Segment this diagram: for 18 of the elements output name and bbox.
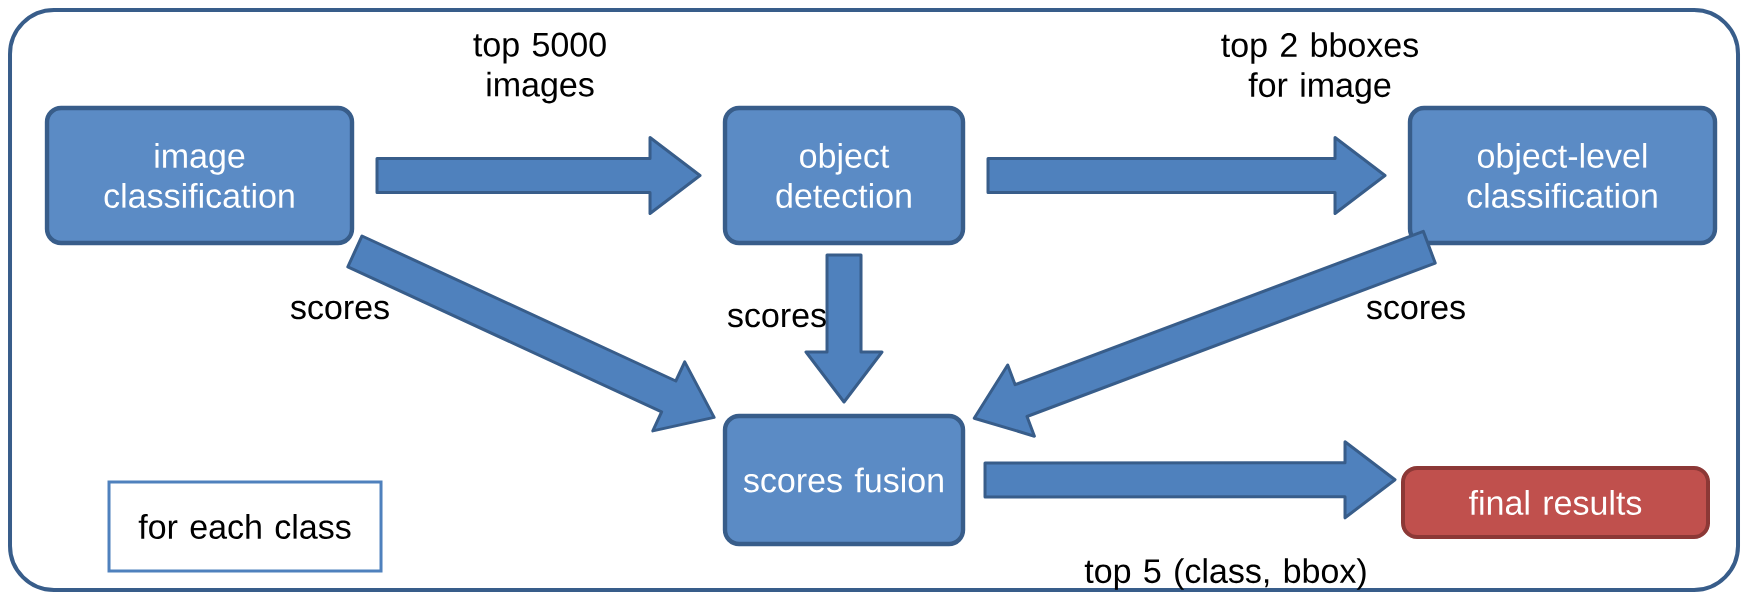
process-box: object detection [722,105,966,246]
edge-label: top 5 (class, bbox) [1084,558,1366,590]
block-arrow [986,136,1387,215]
block-arrow [375,136,702,215]
edge-label: top 2 bboxes for image [1221,32,1418,104]
block-arrow [804,253,884,404]
block-arrow [983,440,1397,520]
edge-label: scores [1366,300,1465,320]
edge-label: scores [727,308,826,328]
edge-label: top 5000 images [473,32,606,104]
edge-label: scores [290,300,389,320]
result-box: final results [1401,466,1710,539]
note-box: for each class [107,480,383,573]
process-box: object-level classification [1407,105,1718,246]
block-arrow [346,234,716,433]
process-box: scores fusion [722,413,966,547]
block-arrow [972,229,1437,438]
process-box: image classification [44,105,355,246]
